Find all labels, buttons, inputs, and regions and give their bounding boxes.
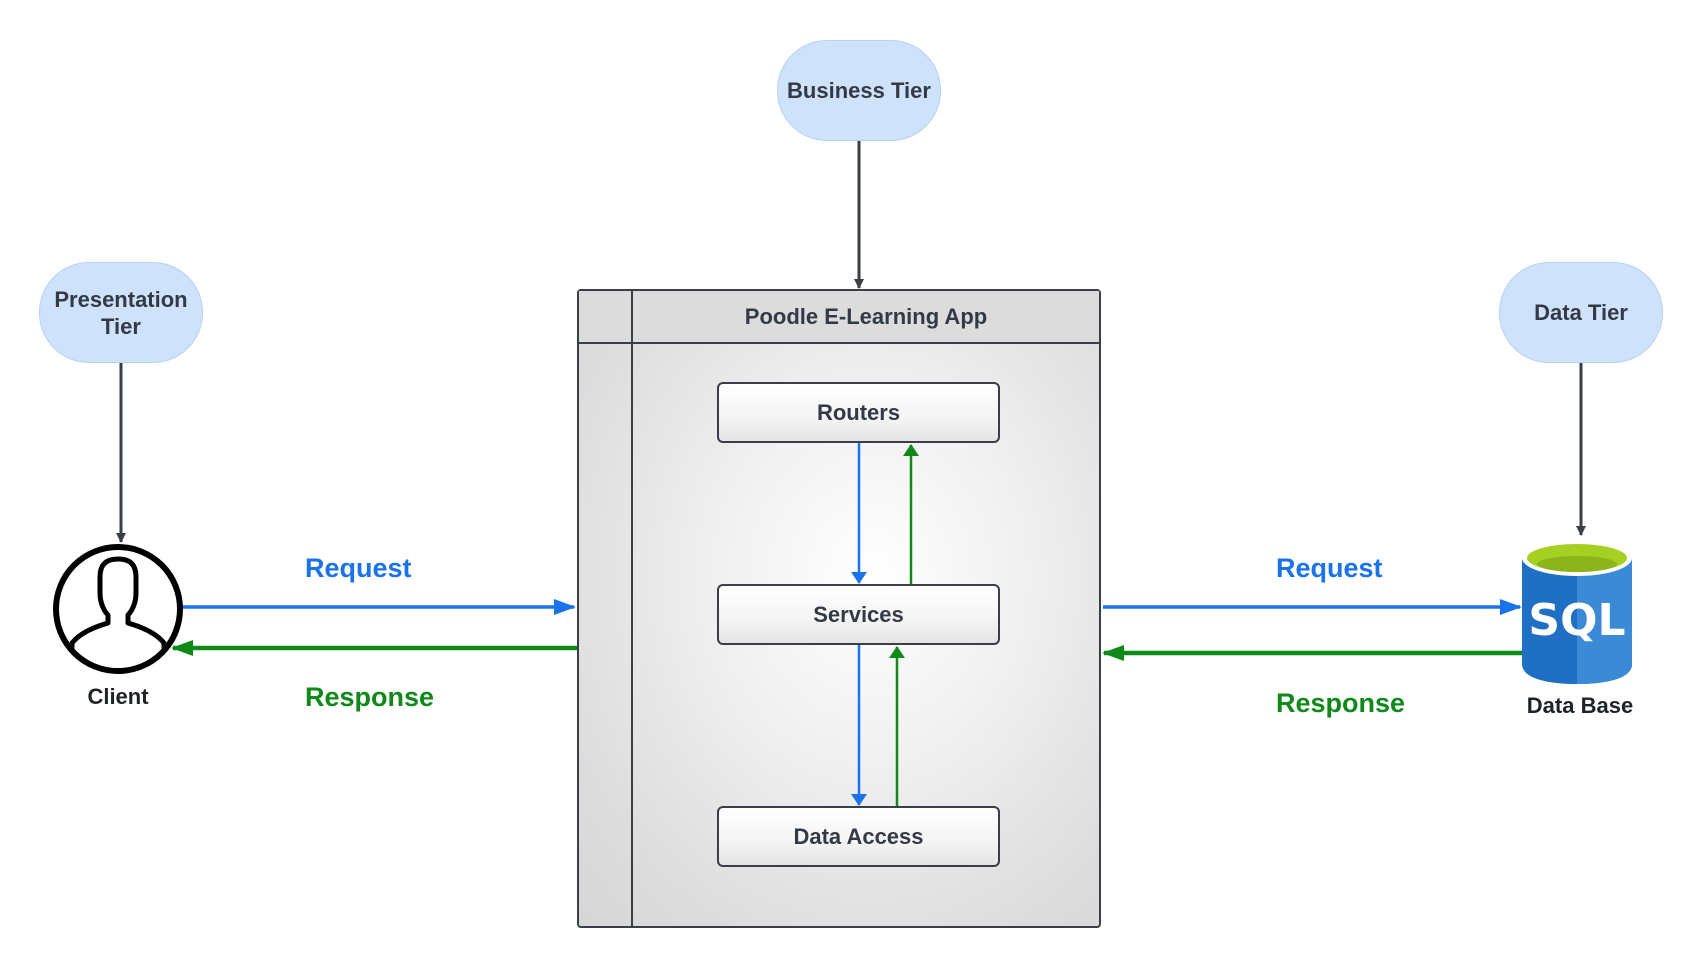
business-tier-label: Business Tier	[787, 78, 931, 103]
presentation-tier-label-line1: Presentation	[54, 286, 188, 312]
app-header	[579, 291, 1099, 344]
right-request-label: Request	[1276, 553, 1383, 583]
services-box: Services	[717, 584, 1000, 645]
app-lane-divider	[631, 291, 633, 926]
presentation-tier-pill: Presentation Tier	[39, 262, 203, 363]
data-access-box: Data Access	[717, 806, 1000, 867]
left-request-label: Request	[305, 553, 412, 583]
sql-database-icon	[1522, 540, 1632, 684]
routers-box: Routers	[717, 382, 1000, 443]
data-tier-pill: Data Tier	[1499, 262, 1663, 363]
presentation-tier-label-line2: Tier	[101, 313, 141, 339]
app-title: Poodle E-Learning App	[744, 303, 988, 329]
routers-label: Routers	[816, 399, 901, 425]
presentation-tier-label: Presentation Tier	[54, 286, 187, 340]
client-label: Client	[87, 684, 149, 709]
left-response-label: Response	[305, 682, 435, 712]
right-response-label: Response	[1276, 688, 1406, 718]
data-access-label: Data Access	[793, 823, 924, 849]
database-label: Data Base	[1526, 693, 1634, 718]
user-circle-icon	[53, 544, 183, 674]
data-tier-label: Data Tier	[1534, 300, 1628, 325]
business-tier-pill: Business Tier	[777, 40, 941, 141]
sql-badge-text: SQL	[1528, 595, 1626, 646]
services-label: Services	[813, 601, 904, 627]
